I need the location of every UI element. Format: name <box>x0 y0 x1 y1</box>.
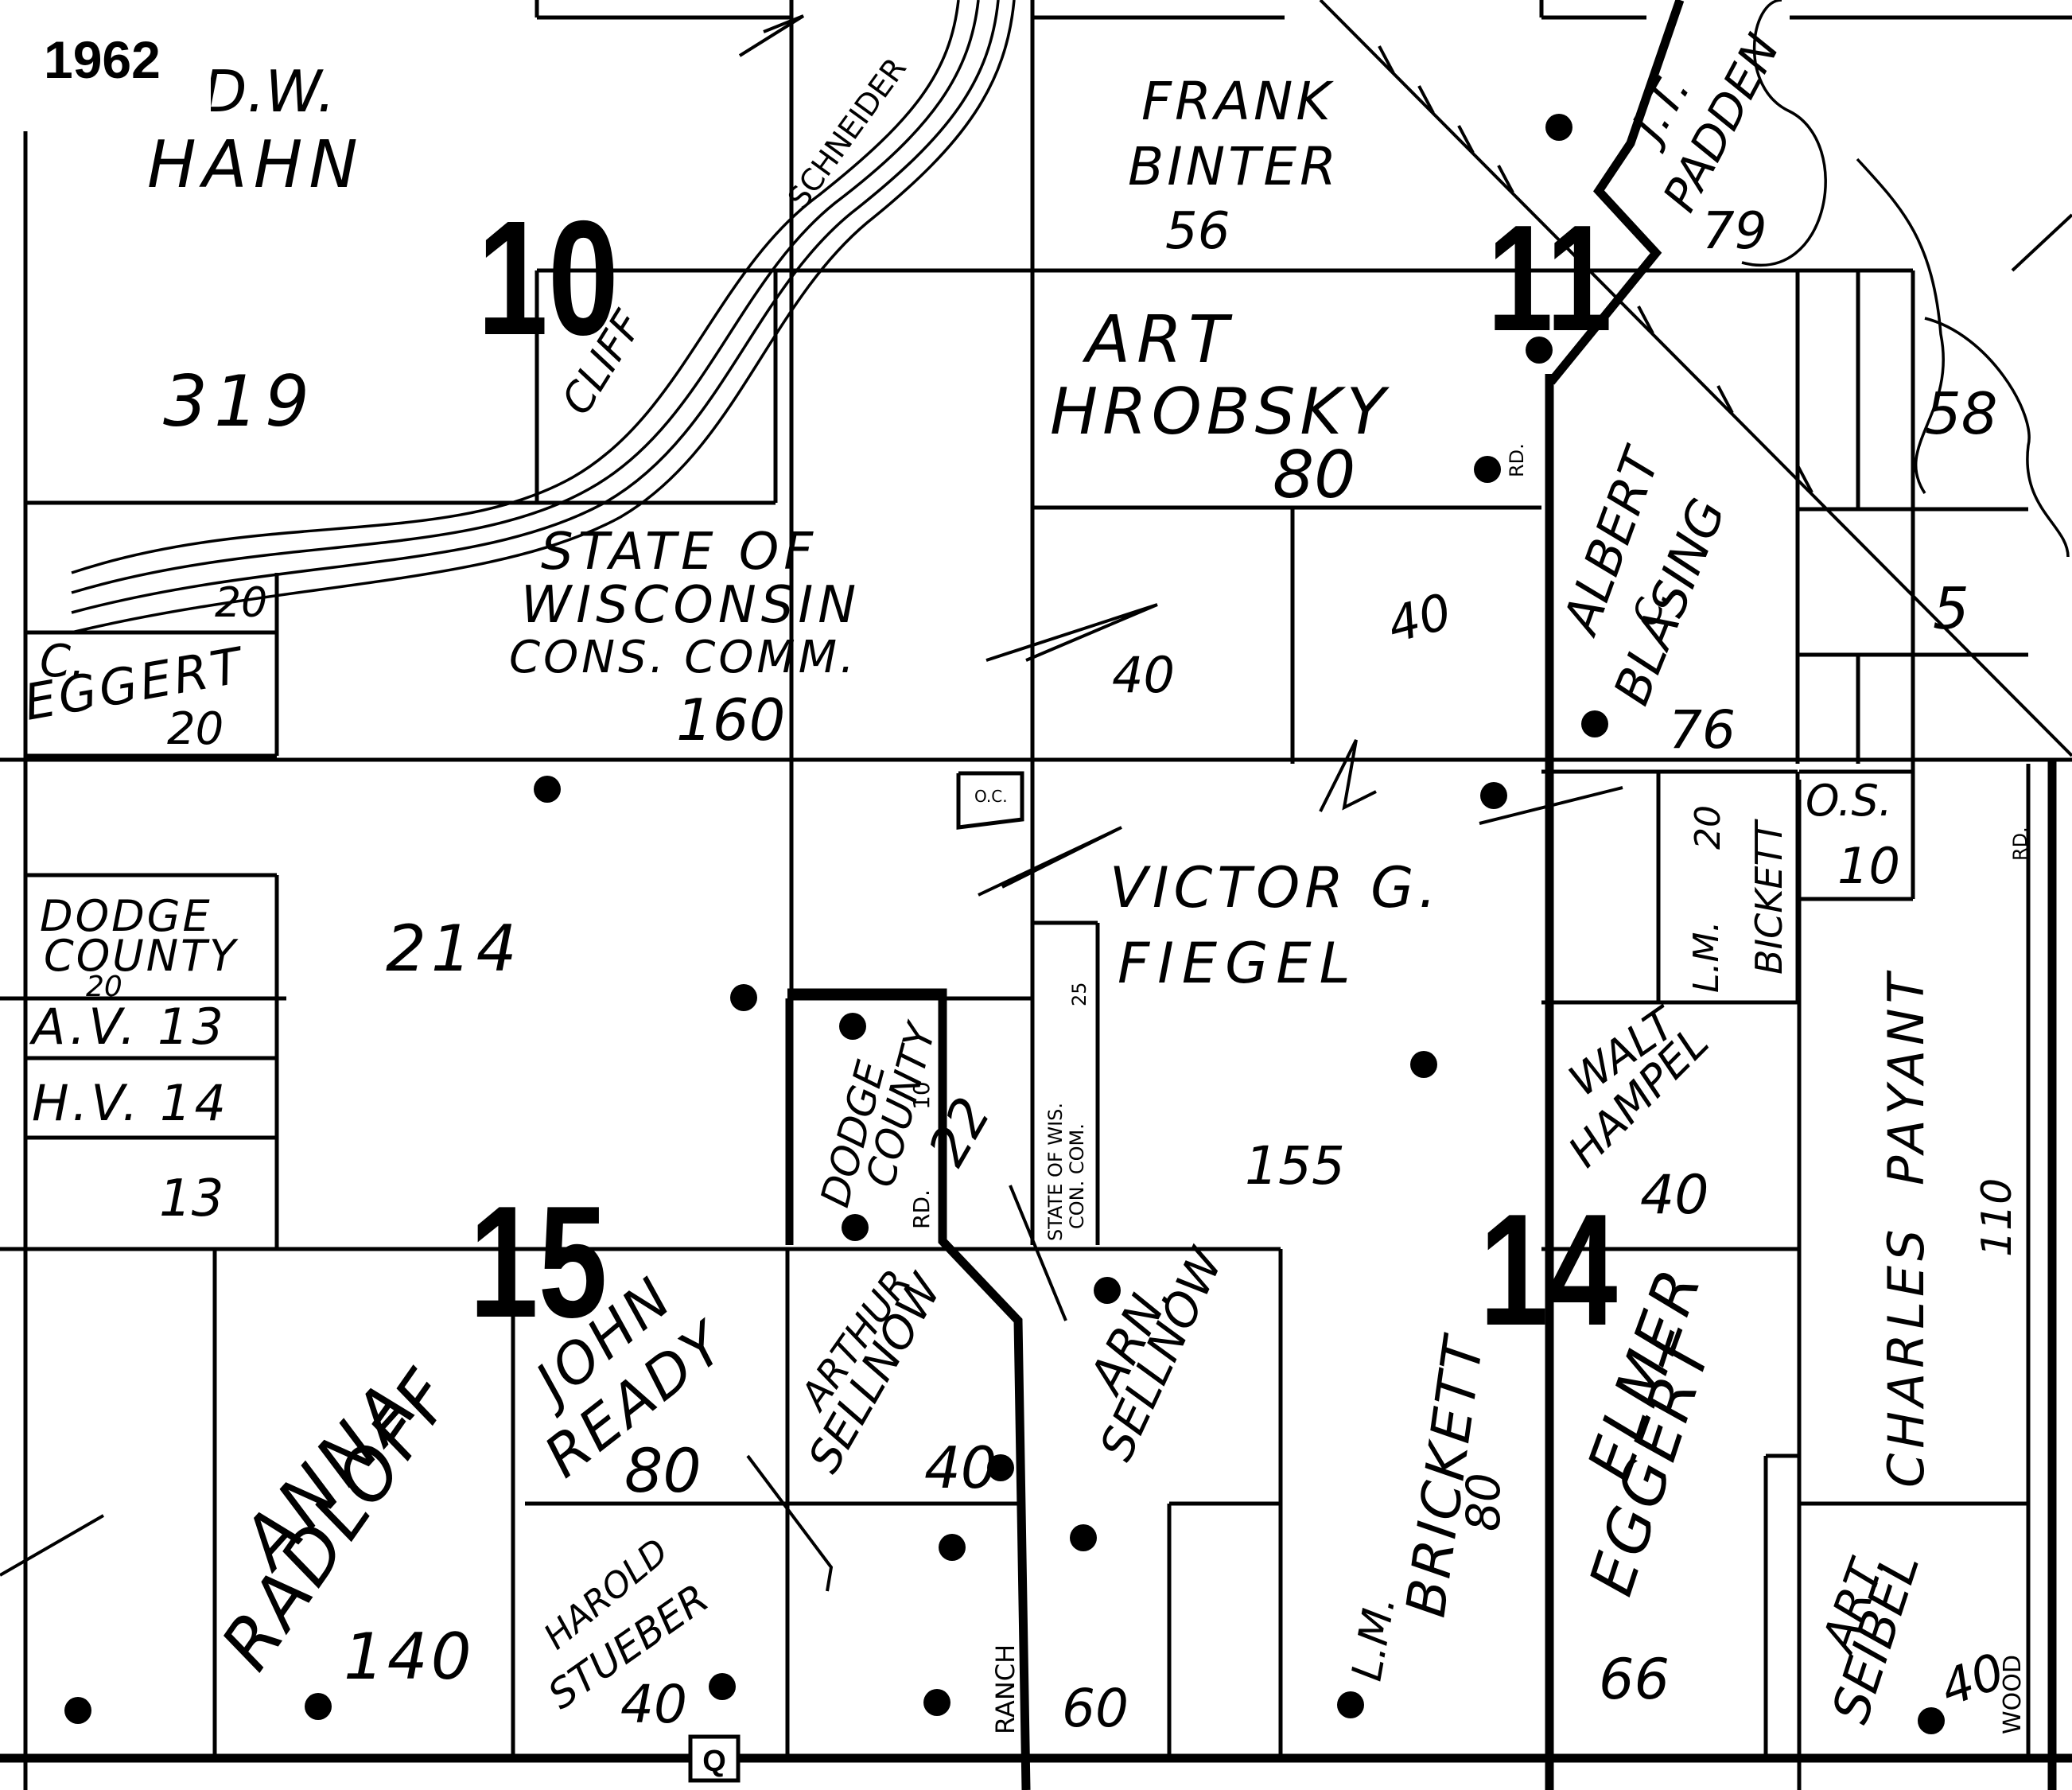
state-wis-small-line1: STATE OF WIS. <box>1044 1103 1067 1241</box>
building-dot <box>305 1693 332 1720</box>
building-dot <box>939 1534 966 1561</box>
brickett-acres: 80 <box>1456 1473 1510 1531</box>
elmer-eggert-acres: 66 <box>1599 1647 1670 1712</box>
hrobsky-rd-label: RD. <box>1506 443 1528 477</box>
eggert-c-acres: 20 <box>167 703 224 755</box>
blasing-acres: 76 <box>1669 699 1736 761</box>
wood-label: WOOD <box>1999 1655 2027 1734</box>
dodge-county-acres: 20 <box>86 971 122 1003</box>
hrobsky-acres: 80 <box>1273 438 1355 513</box>
dodge-rd-line3: RD. <box>908 1189 935 1229</box>
padden-acres: 79 <box>1702 202 1767 261</box>
building-dot <box>1094 1277 1121 1304</box>
building-dot <box>842 1214 869 1241</box>
building-dot <box>839 1013 866 1040</box>
hampel-acres: 40 <box>1640 1164 1709 1227</box>
building-dot <box>534 776 561 803</box>
hahn-line2: HAHN <box>147 127 364 203</box>
building-dot <box>730 984 757 1011</box>
building-dot <box>1526 337 1553 364</box>
state-line1: STATE OF <box>541 523 818 582</box>
railroad <box>1319 0 2072 757</box>
binter-line2: BINTER <box>1128 136 1339 197</box>
parcel-58-acres: 58 <box>1925 380 1998 447</box>
bickett-acres: 20 <box>1688 805 1728 850</box>
building-dot <box>987 1454 1014 1481</box>
parcel-214-acres: 214 <box>386 912 522 986</box>
road-marker-q: Q <box>688 1734 741 1783</box>
binter-line1: FRANK <box>1141 71 1334 132</box>
parcel-5-acres: 5 <box>1933 575 1969 642</box>
fiegel-line2: FIEGEL <box>1118 931 1359 996</box>
eggert-c-acres-top: 20 <box>215 579 267 627</box>
dodge-county-line2: COUNTY <box>44 931 239 981</box>
building-dot <box>1070 1524 1097 1551</box>
section-numbers: 10 11 15 14 <box>469 187 1618 1360</box>
building-dot <box>923 1689 950 1716</box>
fiegel-line1: VICTOR G. <box>1110 855 1441 920</box>
parcel-13-acres: 13 <box>159 1169 224 1228</box>
creek <box>71 0 2070 634</box>
os-line1: O.S. <box>1806 776 1892 826</box>
hrobsky-line1: ART <box>1082 302 1234 378</box>
hahn-line1: D.W. <box>203 58 336 125</box>
section-number-15: 15 <box>469 1173 608 1351</box>
radloff-acres: 140 <box>344 1620 475 1694</box>
ranch-label: RANCH <box>990 1644 1020 1734</box>
bickett-line1: L.M. <box>1686 921 1727 993</box>
building-dot <box>1581 710 1608 737</box>
hv-label: H.V. 14 <box>32 1074 229 1132</box>
dodge-rd-acres: 10 <box>908 1081 935 1110</box>
os-acres: 10 <box>1837 837 1900 895</box>
building-dot <box>1480 782 1507 809</box>
building-dot <box>1410 1051 1437 1078</box>
hrobsky-line2: HROBSKY <box>1050 375 1390 449</box>
arthur-sellnow-acres: 40 <box>924 1434 997 1501</box>
binter-acres: 56 <box>1165 202 1230 261</box>
payant-line1: CHARLES <box>1877 1225 1935 1488</box>
av-label: A.V. 13 <box>29 998 227 1056</box>
os-rd-label: RD. <box>2009 827 2031 861</box>
state-wis-small-acres: 25 <box>1068 982 1090 1006</box>
dodge-county-line1: DODGE <box>40 891 212 941</box>
building-dot <box>1474 456 1501 483</box>
bickett-line2: BICKETT <box>1747 818 1790 975</box>
payant-line2: PAYANT <box>1877 969 1935 1185</box>
section-number-11: 11 <box>1487 194 1612 363</box>
parcel-40a-acres: 40 <box>1112 646 1175 704</box>
state-acres: 160 <box>676 687 785 753</box>
oc-label: O.C. <box>974 787 1008 806</box>
payant-acres: 110 <box>1973 1178 2021 1257</box>
building-dot <box>1918 1707 1945 1734</box>
building-dot <box>1545 114 1572 141</box>
fiegel-acres: 155 <box>1245 1135 1345 1197</box>
section-number-14: 14 <box>1479 1181 1618 1359</box>
building-dot <box>1337 1691 1364 1718</box>
section-number-10: 10 <box>477 187 619 369</box>
ranch-acres: 60 <box>1062 1678 1129 1739</box>
state-line2: WISCONSIN <box>521 576 861 635</box>
stueber-acres: 40 <box>620 1674 687 1735</box>
building-markers <box>64 114 1945 1734</box>
building-dot <box>709 1673 736 1700</box>
eggert-c-line1: C. <box>40 636 85 687</box>
ready-acres: 80 <box>624 1435 702 1506</box>
year-label-box: 1962 <box>0 0 211 131</box>
road-marker-q-label: Q <box>702 1745 726 1778</box>
state-line3: CONS. COMM. <box>509 632 857 683</box>
parcel-arrows <box>0 14 2072 1592</box>
hahn-acres: 319 <box>163 360 316 442</box>
year-label: 1962 <box>44 30 161 89</box>
building-dot <box>64 1697 91 1724</box>
state-wis-small-line2: CON. COM. <box>1066 1123 1088 1229</box>
